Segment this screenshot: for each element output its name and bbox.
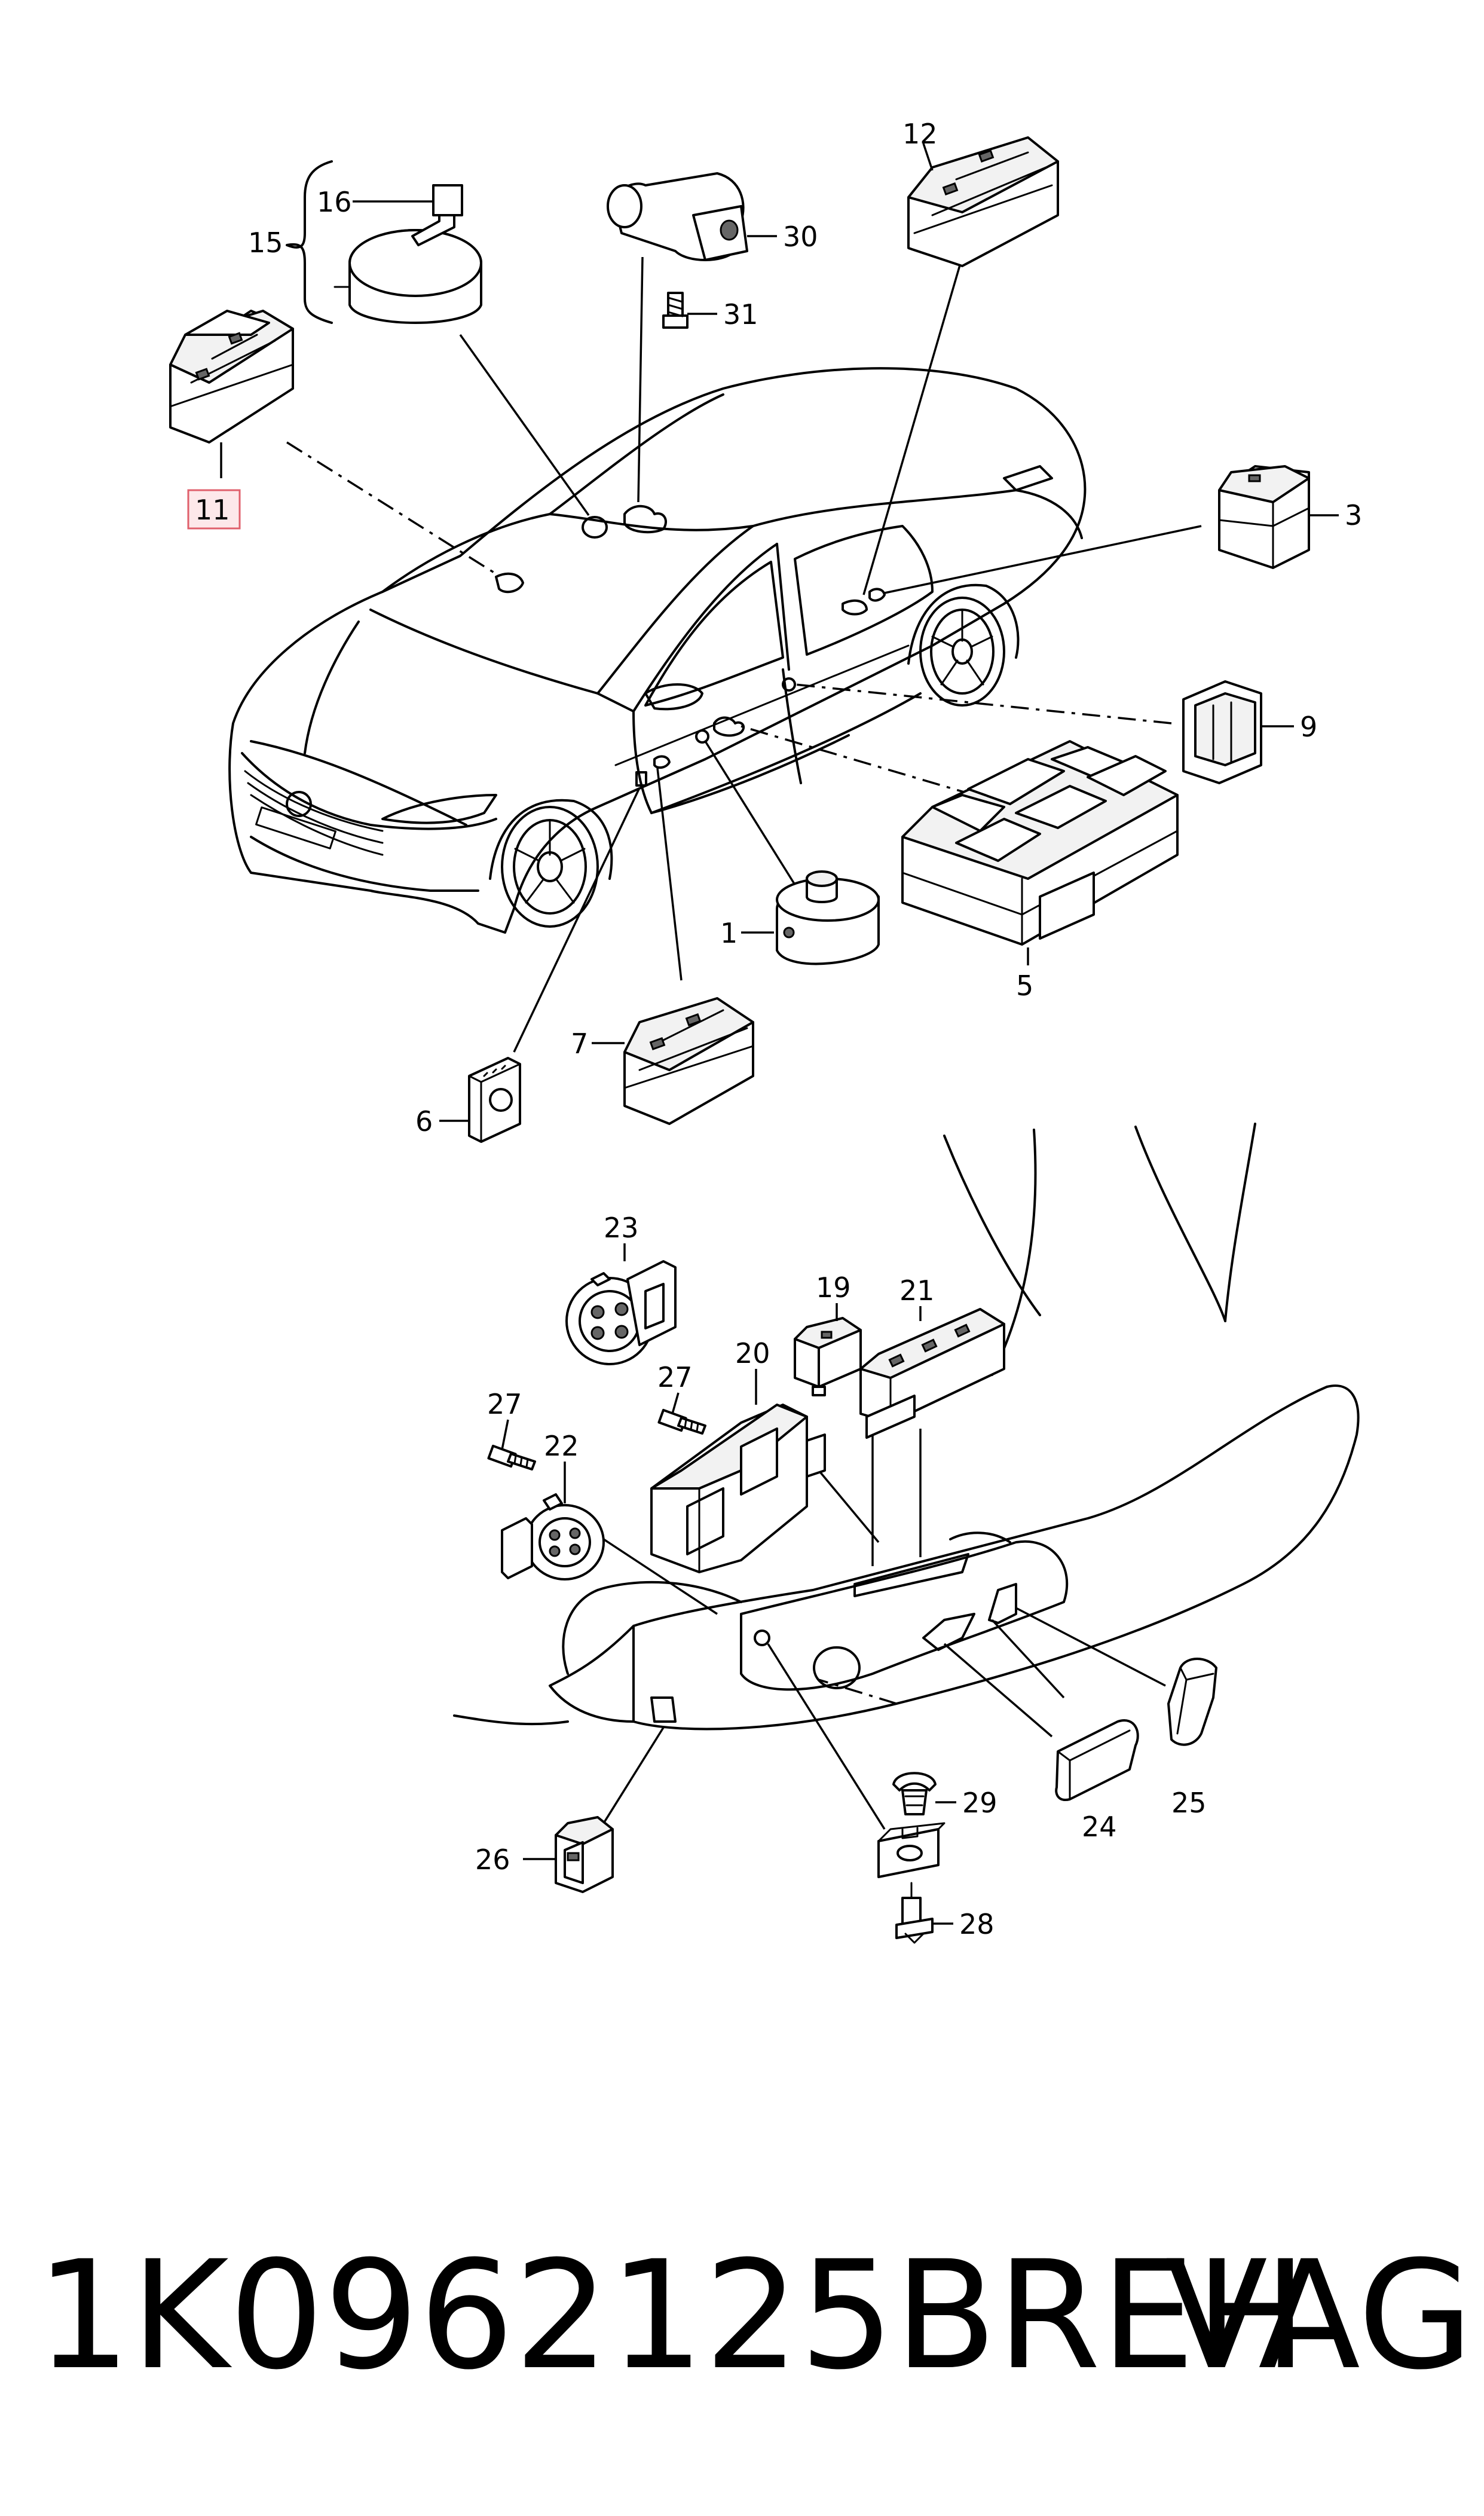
screw-27a <box>657 1392 706 1435</box>
part-cap-24 <box>1055 1719 1139 1801</box>
part-switch-26 <box>523 1816 614 1893</box>
callout-11-highlight <box>187 489 241 530</box>
leader-lines-car <box>286 256 1202 1053</box>
part-mirror-switch-1 <box>741 870 880 965</box>
callout-11: 11 <box>195 494 230 526</box>
callout-22: 22 <box>544 1430 579 1462</box>
brace-15 <box>286 160 333 324</box>
part-switch-23 <box>565 1243 677 1365</box>
part-number-text: 1K0962125BREH <box>36 2228 1308 2402</box>
part-clip-29 <box>892 1772 956 1815</box>
part-switch-22 <box>501 1462 605 1580</box>
callout-29: 29 <box>962 1787 998 1819</box>
part-window-switch-5 <box>901 740 1179 965</box>
car-illustration <box>228 367 1087 934</box>
callout-5: 5 <box>1016 970 1033 1002</box>
part-pin-28 <box>895 1882 953 1944</box>
part-switch-11 <box>169 310 294 478</box>
callout-24: 24 <box>1082 1811 1117 1843</box>
callout-7: 7 <box>571 1028 588 1060</box>
part-switch-21 <box>859 1306 1005 1439</box>
callout-27b: 27 <box>487 1388 522 1420</box>
brand-text: VAG <box>1165 2228 1473 2402</box>
car-switch-locations <box>495 505 886 787</box>
part-bracket <box>877 1822 946 1878</box>
callout-19: 19 <box>816 1271 851 1304</box>
part-switch-3 <box>1218 465 1339 569</box>
callout-28: 28 <box>959 1908 995 1940</box>
leader-lines-seat <box>602 1423 1166 1830</box>
callout-6: 6 <box>415 1105 433 1138</box>
callout-31: 31 <box>723 298 758 331</box>
callout-30: 30 <box>783 221 818 253</box>
callout-9: 9 <box>1300 711 1317 743</box>
callout-16: 16 <box>317 186 352 218</box>
callout-1: 1 <box>720 917 738 949</box>
part-light-switch-15 <box>333 184 482 324</box>
callout-12: 12 <box>902 118 938 150</box>
seat-illustration <box>453 1123 1360 1731</box>
part-cap-25 <box>1167 1658 1217 1746</box>
screw-27b <box>487 1419 536 1471</box>
part-switch-7 <box>592 997 754 1125</box>
part-switch-6 <box>439 1057 521 1143</box>
callout-20: 20 <box>735 1337 770 1369</box>
callout-25: 25 <box>1171 1787 1207 1819</box>
callout-23: 23 <box>604 1212 639 1244</box>
part-switch-12 <box>907 136 1059 267</box>
callout-27a: 27 <box>657 1361 693 1393</box>
part-module-20 <box>650 1369 826 1573</box>
callout-26: 26 <box>475 1844 510 1876</box>
callout-21: 21 <box>899 1274 935 1307</box>
callout-15: 15 <box>248 227 283 259</box>
callout-labels: 16 15 30 31 12 11 3 9 1 5 7 6 23 19 21 2… <box>187 118 1362 1940</box>
part-switch-19 <box>794 1303 862 1396</box>
part-switch-9 <box>1182 680 1294 784</box>
part-actuator-30 <box>607 172 777 329</box>
callout-3: 3 <box>1345 499 1362 531</box>
